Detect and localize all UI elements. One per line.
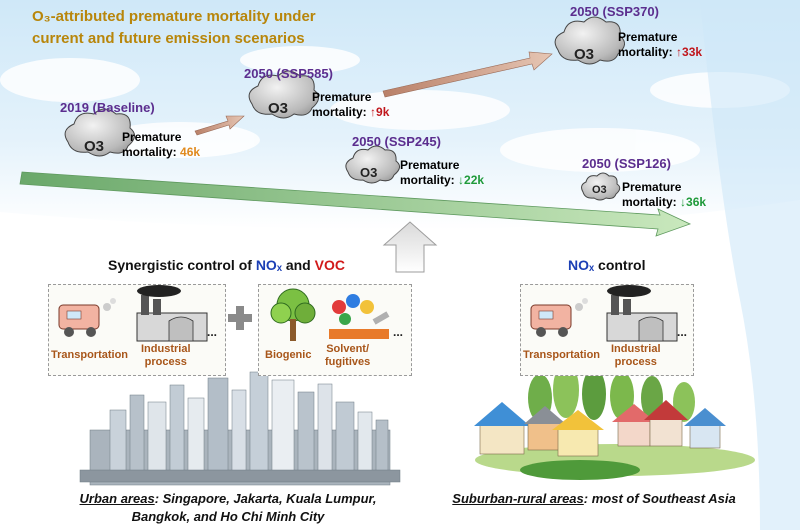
scenario-ssp585-mortality: Premature mortality: ↑9k [312, 90, 389, 120]
urban-control-heading: Synergistic control of NOₓ and VOC [108, 257, 345, 273]
mortality-value: ↑33k [676, 45, 703, 59]
scenario-ssp245-mortality: Premature mortality: ↓22k [400, 158, 484, 188]
label-line-2: fugitives [325, 356, 371, 368]
o3-cloud-shapes [64, 16, 625, 201]
label-line-1: Industrial [141, 343, 191, 355]
increase-arrow-2 [382, 51, 553, 98]
mortality-label-2: mortality: [122, 145, 177, 159]
o3-label-ssp585: O3 [268, 100, 289, 117]
rural-areas-caption: Suburban-rural areas: most of Southeast … [434, 490, 754, 508]
voc-label: VOC [314, 257, 345, 273]
urban-nox-icons [58, 285, 208, 342]
mortality-value: 46k [180, 145, 201, 159]
mortality-label-1: Premature [400, 158, 460, 172]
transportation-label: Transportation [51, 349, 129, 361]
mortality-value: ↓36k [680, 195, 707, 209]
mortality-value: ↓22k [458, 173, 485, 187]
truck-icon [530, 298, 588, 337]
rural-nox-icons [530, 285, 678, 342]
tree-icon [270, 288, 316, 341]
mortality-value: ↑9k [370, 105, 390, 119]
transportation-label: Transportation [523, 349, 601, 361]
mortality-label-1: Premature [122, 130, 182, 144]
factory-icon [136, 285, 208, 342]
mortality-label-2: mortality: [400, 173, 455, 187]
nox-label: NOₓ [568, 257, 595, 273]
scenario-ssp245-name: 2050 (SSP245) [352, 134, 441, 149]
up-arrow [382, 221, 438, 273]
label-line-2: process [144, 356, 187, 368]
o3-label-baseline: O3 [84, 138, 105, 155]
diagram-title: O₃-attributed premature mortality under … [32, 6, 316, 50]
o3-label-ssp245: O3 [360, 165, 378, 180]
scenario-ssp370-name: 2050 (SSP370) [570, 4, 659, 19]
mortality-label-1: Premature [622, 180, 682, 194]
scenario-ssp126-mortality: Premature mortality: ↓36k [622, 180, 706, 210]
urban-areas-caption: Urban areas: Singapore, Jakarta, Kuala L… [38, 490, 418, 526]
plus-icon [228, 306, 252, 330]
scenario-ssp585-name: 2050 (SSP585) [244, 66, 333, 81]
ellipsis: ... [207, 325, 218, 339]
o3-label-ssp126: O3 [592, 184, 607, 196]
nox-label: NOₓ [255, 257, 282, 273]
increase-arrow-1 [194, 115, 245, 136]
scenario-baseline-name: 2019 (Baseline) [60, 100, 155, 115]
decrease-trend-arrow [19, 171, 692, 237]
paint-icon [329, 294, 390, 339]
factory-icon [606, 285, 678, 342]
label-line-1: Solvent/ [326, 343, 370, 355]
mortality-label-2: mortality: [618, 45, 673, 59]
ellipsis: ... [393, 325, 404, 339]
title-line-2: current and future emission scenarios [32, 30, 305, 47]
mortality-label-1: Premature [618, 30, 678, 44]
scenario-ssp126-name: 2050 (SSP126) [582, 156, 671, 171]
urban-voc-icons [270, 288, 390, 341]
solvent-fugitives-label: Solvent/fugitives [325, 343, 370, 369]
title-line-1: O₃-attributed premature mortality under [32, 8, 316, 25]
heading-and: and [281, 257, 315, 273]
urban-areas-list-1: : Singapore, Jakarta, Kuala Lumpur, [154, 491, 377, 506]
heading-suffix: control [594, 257, 646, 273]
ellipsis: ... [677, 325, 688, 339]
mortality-label-2: mortality: [622, 195, 677, 209]
village-scene [474, 362, 755, 480]
mortality-label-1: Premature [312, 90, 372, 104]
label-line-2: process [614, 356, 657, 368]
rural-areas-list: : most of Southeast Asia [583, 491, 736, 506]
rural-control-heading: NOₓ control [568, 257, 645, 273]
label-line-1: Industrial [611, 343, 661, 355]
urban-voc-sources-box: ... Biogenic Solvent/fugitives [258, 284, 412, 376]
heading-prefix: Synergistic control of [108, 257, 256, 273]
biogenic-label: Biogenic [265, 349, 312, 361]
o3-label-ssp370: O3 [574, 46, 595, 63]
truck-icon [58, 298, 116, 337]
scenario-ssp370-mortality: Premature mortality: ↑33k [618, 30, 702, 60]
rural-areas-heading: Suburban-rural areas [452, 491, 584, 506]
urban-areas-list-2: Bangkok, and Ho Chi Minh City [131, 509, 325, 524]
scenario-baseline-mortality: Premature mortality: 46k [122, 130, 200, 160]
urban-areas-heading: Urban areas [79, 491, 155, 506]
city-skyline [79, 371, 401, 486]
mortality-label-2: mortality: [312, 105, 367, 119]
